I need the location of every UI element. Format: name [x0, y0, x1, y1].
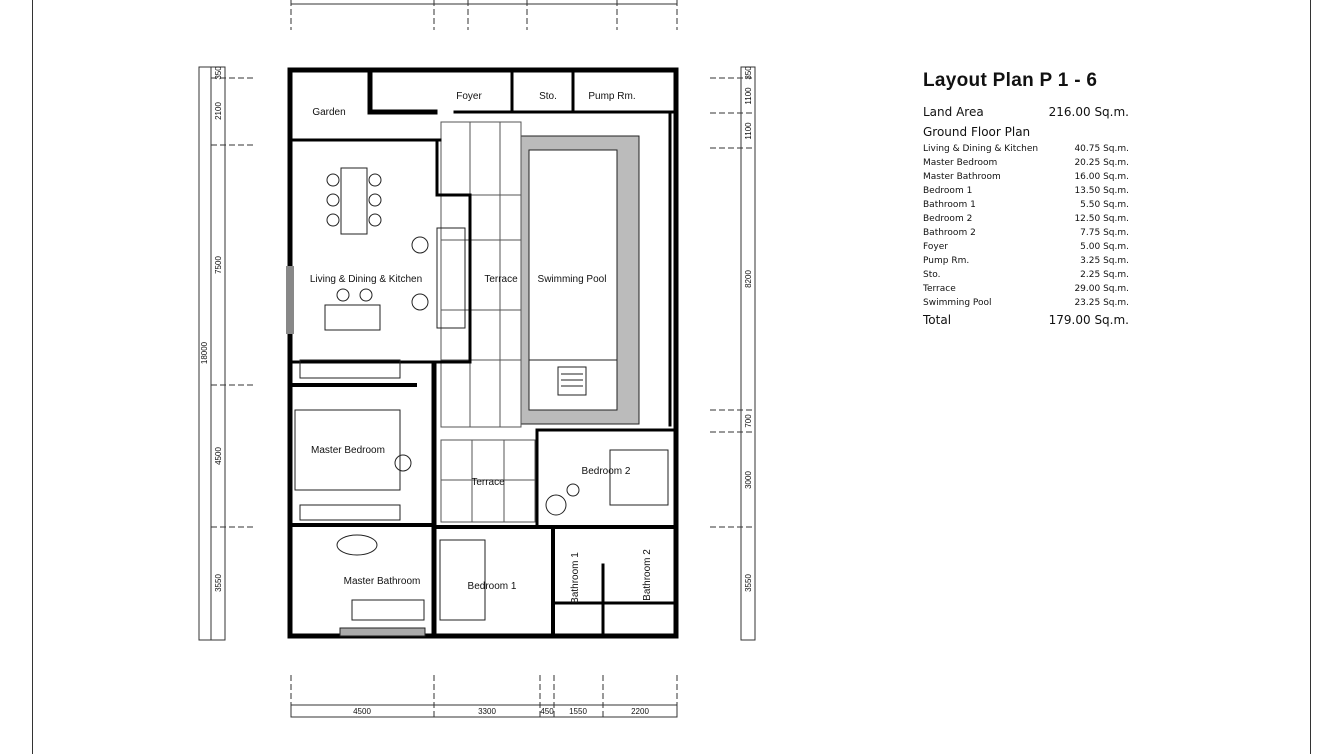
- area-row-label: Bedroom 2: [923, 214, 973, 224]
- area-row: Bedroom 1 13.50 Sq.m.: [923, 184, 1129, 198]
- area-row: Terrace 29.00 Sq.m.: [923, 282, 1129, 296]
- area-row-label: Terrace: [923, 284, 956, 294]
- area-row-value: 2.25 Sq.m.: [1080, 270, 1129, 280]
- total-row: Total 179.00 Sq.m.: [923, 310, 1129, 330]
- room-label-bedroom-1: Bedroom 1: [468, 581, 517, 592]
- room-label-master-bathroom: Master Bathroom: [344, 576, 421, 587]
- area-row-value: 20.25 Sq.m.: [1074, 158, 1129, 168]
- land-area-label: Land Area: [923, 105, 984, 119]
- area-row-label: Bathroom 1: [923, 200, 976, 210]
- area-row-label: Master Bathroom: [923, 172, 1001, 182]
- area-row-value: 3.25 Sq.m.: [1080, 256, 1129, 266]
- dim-bottom-3300: 3300: [478, 707, 496, 716]
- dim-bottom-1550: 1550: [569, 707, 587, 716]
- area-row-value: 13.50 Sq.m.: [1074, 186, 1129, 196]
- area-row-value: 29.00 Sq.m.: [1074, 284, 1129, 294]
- room-label-terrace-lower: Terrace: [471, 477, 505, 488]
- dim-right-3550: 3550: [744, 574, 753, 592]
- room-label-bathroom-2: Bathroom 2: [642, 549, 653, 601]
- dim-right-700: 700: [744, 414, 753, 428]
- right-dimension-chain: [710, 66, 756, 641]
- furniture: [294, 167, 669, 637]
- area-row-value: 5.50 Sq.m.: [1080, 200, 1129, 210]
- area-row: Sto. 2.25 Sq.m.: [923, 268, 1129, 282]
- area-row: Living & Dining & Kitchen 40.75 Sq.m.: [923, 142, 1129, 156]
- room-label-pump-room: Pump Rm.: [588, 91, 635, 102]
- area-row-label: Foyer: [923, 242, 948, 252]
- area-row-value: 40.75 Sq.m.: [1074, 144, 1129, 154]
- area-row-label: Pump Rm.: [923, 256, 970, 266]
- area-row-label: Swimming Pool: [923, 298, 992, 308]
- pool-drain-icon: [557, 366, 587, 396]
- dim-left-350: 350: [214, 66, 223, 80]
- dim-left-4500: 4500: [214, 447, 223, 465]
- area-row-label: Sto.: [923, 270, 941, 280]
- room-label-bathroom-1: Bathroom 1: [570, 552, 581, 604]
- area-row-value: 7.75 Sq.m.: [1080, 228, 1129, 238]
- area-row: Bathroom 2 7.75 Sq.m.: [923, 226, 1129, 240]
- room-label-terrace-upper: Terrace: [484, 274, 518, 285]
- dim-right-8200: 8200: [744, 270, 753, 288]
- area-row: Master Bedroom 20.25 Sq.m.: [923, 156, 1129, 170]
- bottom-dimension-chain: [290, 675, 678, 718]
- left-dimension-chain: [198, 66, 255, 641]
- section-heading: Ground Floor Plan: [923, 125, 1031, 139]
- area-row: Master Bathroom 16.00 Sq.m.: [923, 170, 1129, 184]
- area-row-label: Bedroom 1: [923, 186, 973, 196]
- dim-right-3000: 3000: [744, 471, 753, 489]
- dim-bottom-450: 450: [540, 707, 554, 716]
- dim-left-7500: 7500: [214, 256, 223, 274]
- total-label: Total: [923, 313, 952, 327]
- area-row: Foyer 5.00 Sq.m.: [923, 240, 1129, 254]
- land-area-row: Land Area 216.00 Sq.m.: [923, 102, 1129, 122]
- plan-title: Layout Plan P 1 - 6: [923, 70, 1098, 91]
- area-row-label: Bathroom 2: [923, 228, 976, 238]
- room-label-sto: Sto.: [539, 91, 557, 102]
- room-label-garden: Garden: [312, 107, 345, 118]
- sheet-border-right: [1310, 0, 1311, 754]
- area-schedule: Layout Plan P 1 - 6 Land Area 216.00 Sq.…: [923, 70, 1129, 330]
- area-row-value: 12.50 Sq.m.: [1074, 214, 1129, 224]
- area-row: Bathroom 1 5.50 Sq.m.: [923, 198, 1129, 212]
- dim-left-3550: 3550: [214, 574, 223, 592]
- land-area-value: 216.00 Sq.m.: [1048, 105, 1129, 119]
- sheet-border-left: [32, 0, 33, 754]
- room-label-living: Living & Dining & Kitchen: [310, 274, 422, 285]
- dim-right-1100a: 1100: [744, 87, 753, 105]
- dim-bottom-2200: 2200: [631, 707, 649, 716]
- area-row-value: 16.00 Sq.m.: [1074, 172, 1129, 182]
- room-label-foyer: Foyer: [456, 91, 482, 102]
- area-row-value: 23.25 Sq.m.: [1074, 298, 1129, 308]
- room-label-master-bedroom: Master Bedroom: [311, 445, 385, 456]
- walls: [286, 67, 679, 639]
- room-label-bedroom-2: Bedroom 2: [582, 466, 631, 477]
- area-row-label: Living & Dining & Kitchen: [923, 144, 1039, 154]
- room-label-pool: Swimming Pool: [538, 274, 607, 285]
- dim-left-total: 18000: [200, 341, 209, 364]
- dim-right-350: 350: [744, 66, 753, 80]
- top-dimension-line: [290, 0, 678, 30]
- area-row-label: Master Bedroom: [923, 158, 998, 168]
- total-value: 179.00 Sq.m.: [1048, 313, 1129, 327]
- dim-bottom-4500: 4500: [353, 707, 371, 716]
- area-row: Pump Rm. 3.25 Sq.m.: [923, 254, 1129, 268]
- dim-left-2100: 2100: [214, 102, 223, 120]
- area-row-value: 5.00 Sq.m.: [1080, 242, 1129, 252]
- area-row: Swimming Pool 23.25 Sq.m.: [923, 296, 1129, 310]
- terrace-decking: [440, 121, 536, 523]
- area-row: Bedroom 2 12.50 Sq.m.: [923, 212, 1129, 226]
- dim-right-1100b: 1100: [744, 122, 753, 140]
